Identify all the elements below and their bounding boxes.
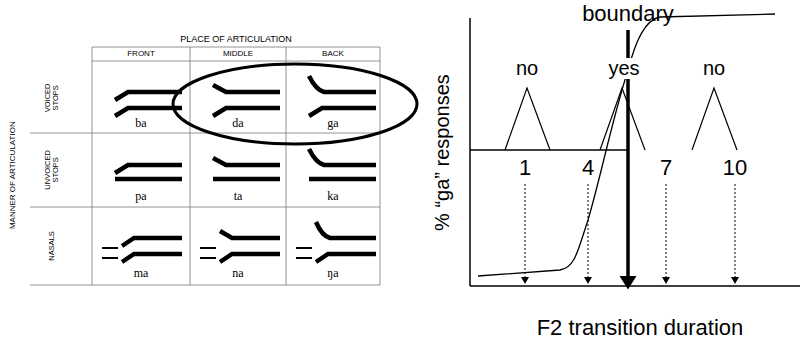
syllable: ka [327, 190, 338, 203]
dotted-arrows [525, 184, 735, 283]
syllable: ŋa [327, 267, 338, 280]
chart-axes [470, 18, 800, 286]
continuum-step: 7 [658, 156, 674, 179]
column-header: FRONT [127, 50, 155, 58]
axis-heading: MANNER OF ARTICULATION [9, 121, 17, 229]
syllable: pa [135, 190, 146, 203]
formant-patterns [102, 76, 376, 262]
row-header: VOICED STOPS [44, 76, 60, 120]
continuum-step: 4 [582, 156, 594, 179]
syllable: ga [327, 117, 338, 130]
syllable: ta [234, 190, 243, 203]
category-label: yes [606, 58, 641, 79]
axis-heading: PLACE OF ARTICULATION [180, 35, 292, 44]
column-header: BACK [322, 50, 344, 58]
category-label: no [703, 58, 725, 79]
row-header: UNVOICED STOPS [44, 145, 60, 195]
continuum-step: 1 [519, 156, 531, 179]
highlight-ellipse [173, 64, 417, 144]
category-label: no [516, 58, 538, 79]
table-frame [30, 47, 380, 285]
category-triangles [505, 88, 737, 150]
syllable: na [232, 267, 243, 280]
continuum-step: 10 [723, 156, 747, 179]
x-axis-label: F2 transition duration [537, 316, 744, 339]
boundary-label: boundary [582, 2, 674, 25]
row-header: NASALS [48, 231, 56, 261]
y-axis-label: % “ga” responses [432, 74, 453, 231]
syllable: ba [135, 117, 146, 130]
column-header: MIDDLE [223, 50, 253, 58]
syllable: ma [134, 267, 149, 280]
syllable: da [232, 117, 243, 130]
